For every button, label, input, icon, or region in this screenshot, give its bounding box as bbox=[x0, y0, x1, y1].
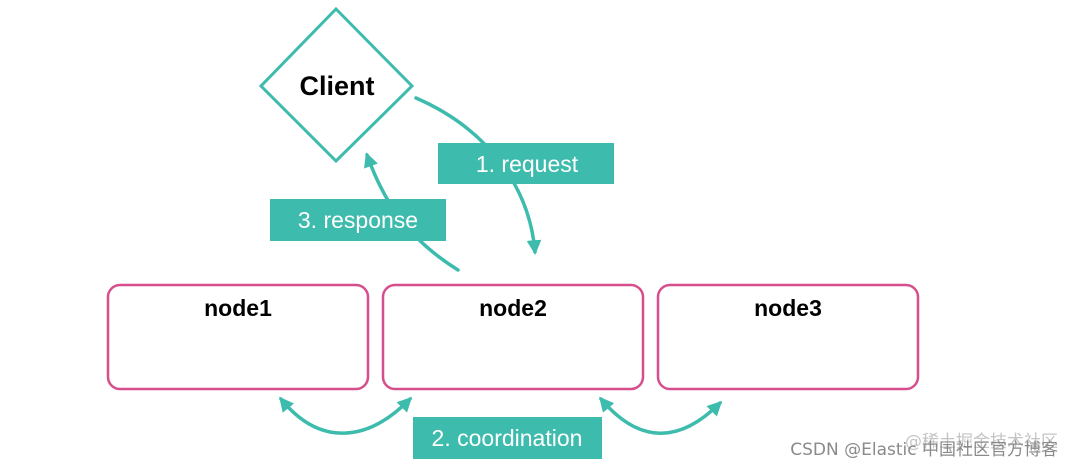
node3-label: node3 bbox=[754, 295, 822, 321]
response-tag-label: 3. response bbox=[298, 207, 418, 233]
coordination-arrow-left bbox=[279, 396, 413, 435]
node1-box: node1 bbox=[106, 283, 370, 391]
response-tag: 3. response bbox=[270, 199, 446, 241]
node1-label: node1 bbox=[204, 295, 272, 321]
client-diamond bbox=[258, 6, 415, 164]
request-tag-bg bbox=[438, 143, 614, 184]
node2-label: node2 bbox=[479, 295, 547, 321]
request-tag-label: 1. request bbox=[476, 151, 579, 177]
node1-border bbox=[106, 283, 370, 391]
coordination-tag: 2. coordination bbox=[413, 417, 602, 459]
client-node: Client bbox=[258, 6, 415, 164]
coordination-tag-label: 2. coordination bbox=[432, 425, 583, 451]
coordination-tag-bg bbox=[413, 417, 602, 459]
coordination-arrow-right bbox=[599, 396, 723, 435]
node2-box: node2 bbox=[381, 283, 645, 391]
request-tag: 1. request bbox=[438, 143, 614, 184]
client-label: Client bbox=[299, 71, 374, 101]
node3-border bbox=[656, 283, 920, 391]
watermark-primary: CSDN @Elastic 中国社区官方博客 bbox=[790, 440, 1058, 460]
node3-box: node3 bbox=[656, 283, 920, 391]
node2-border bbox=[381, 283, 645, 391]
watermark-secondary: @稀土掘金技术社区 bbox=[905, 432, 1058, 452]
response-tag-bg bbox=[270, 199, 446, 241]
